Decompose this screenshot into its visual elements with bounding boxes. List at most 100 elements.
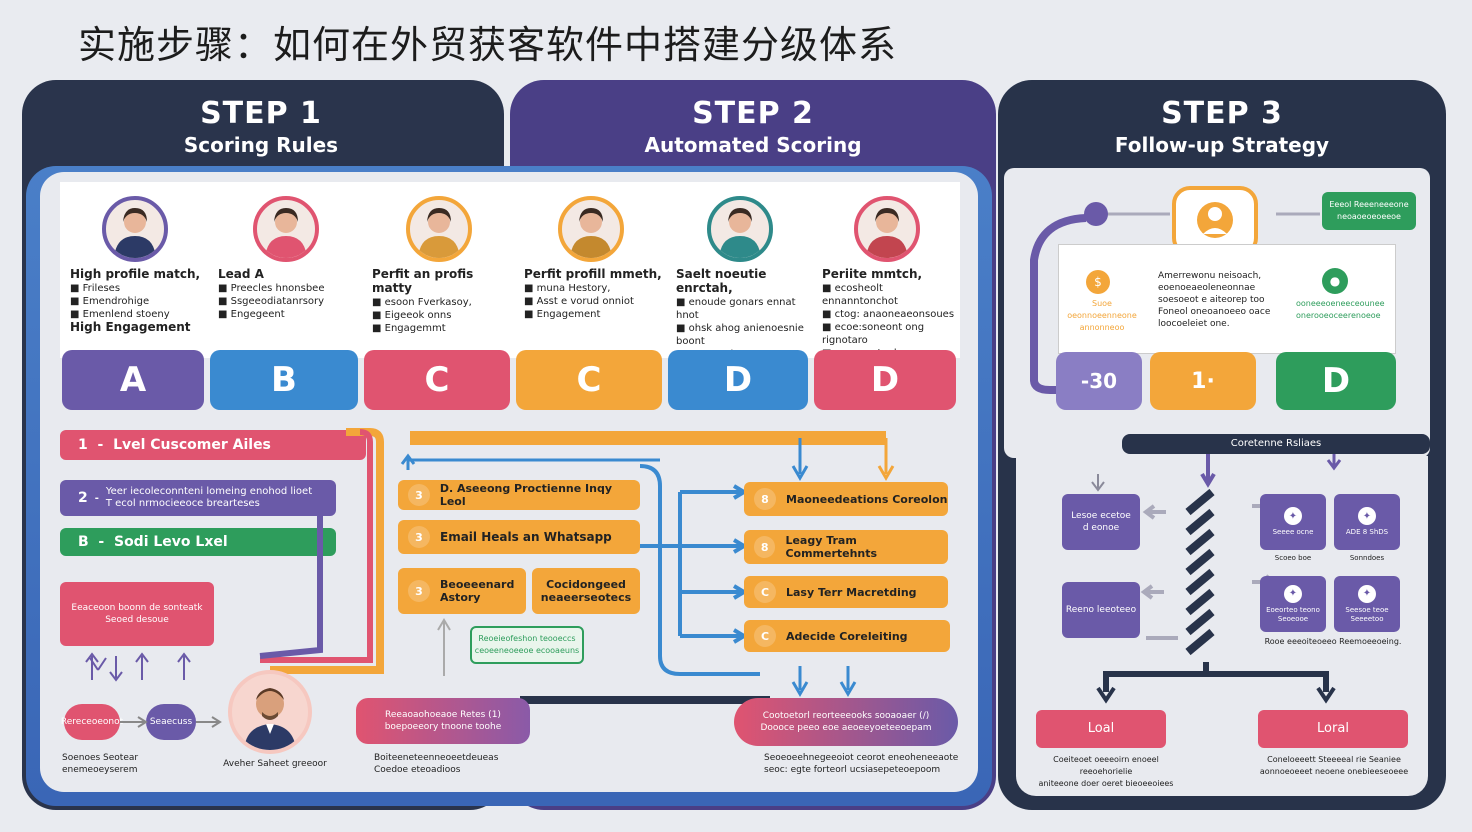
step3-box-2: 1· xyxy=(1150,352,1256,410)
step3-label: STEP 3 xyxy=(1161,96,1283,131)
step1-small-arrows xyxy=(85,652,191,682)
step2-top-connector xyxy=(400,431,895,481)
step1-header: STEP 1 Scoring Rules xyxy=(22,96,500,158)
step2-label: STEP 2 xyxy=(692,96,814,131)
profile-line: ■ Preecles hnonsbee xyxy=(218,283,325,294)
rule-bar-3-text: Sodi Levo Lxel xyxy=(113,534,228,550)
grade-box-3: C xyxy=(364,350,510,410)
step3-rules-bar: Coretenne Rsliaes xyxy=(1122,434,1430,454)
profile-line: ■ Ssgeeodiatanrsory xyxy=(218,296,325,307)
badge-icon: ✦ xyxy=(1284,507,1302,525)
person-icon xyxy=(719,208,761,258)
step2-pink-left: Reeaoaohoeaoe Retes (1) boepoeeory tnoon… xyxy=(356,698,530,744)
icon-box-label: ADE 8 ShDS xyxy=(1345,528,1389,536)
icon-box-label: Seesoe teoe Seeeetoo xyxy=(1345,605,1389,623)
step3-icon-box-1: ✦Seeee ocne xyxy=(1260,494,1326,550)
rule-bar-3: B - Sodi Levo Lxel xyxy=(60,528,336,556)
profile-line: ■ Engagemmt xyxy=(372,323,446,334)
step3-mid-center: Amerrewonu neisoach, eoenoeaeoleneonnae … xyxy=(1158,271,1271,329)
profile-head: Periite mmtch, xyxy=(822,267,923,281)
step3-mid-left: Suoe oeonnoeenneone annonneoo xyxy=(1067,299,1137,332)
profile-line: ■ Engegeent xyxy=(218,309,285,320)
profile-avatar-3 xyxy=(406,196,472,262)
rule-bar-2-text: Yeer iecoleconnteni lomeing enohod lioet… xyxy=(105,486,313,509)
step2-down-arrows xyxy=(791,666,857,697)
profile-avatar-4 xyxy=(558,196,624,262)
profile-avatar-6 xyxy=(854,196,920,262)
profile-line: ■ esoon Fverkasoy, xyxy=(372,297,472,308)
step1-label: STEP 1 xyxy=(200,96,322,131)
profile-foot: High Engagement xyxy=(70,320,191,334)
grade-box-2: B xyxy=(210,350,358,410)
rule-bar-1-text: Lvel Cuscomer Ailes xyxy=(113,437,271,453)
step3-orange-dot: $ xyxy=(1086,270,1110,294)
profile-avatar-5 xyxy=(707,196,773,262)
person-icon xyxy=(114,208,156,258)
step2-pink-right: Cootoetorl reorteeeooks sooaoaer (/) Doo… xyxy=(734,698,958,746)
profile-cards-area xyxy=(60,182,960,358)
step1-name: Scoring Rules xyxy=(183,133,339,157)
step1-pill-right: Seaecuss xyxy=(146,704,196,740)
step3-header: STEP 3 Follow-up Strategy xyxy=(998,96,1446,158)
profile-line: ■ ohsk ahog anienoesnie boont xyxy=(676,323,804,347)
rule-bar-2: 2 - Yeer iecoleconnteni lomeing enohod l… xyxy=(60,480,336,516)
profile-head: Perfit profill mmeth, xyxy=(524,267,662,281)
step3-green-dot: ● xyxy=(1322,268,1348,294)
badge-icon: ✦ xyxy=(1358,584,1376,603)
profile-line: ■ enoude gonars ennat hnot xyxy=(676,297,796,321)
profile-head: Perfit an profis matty xyxy=(372,267,474,295)
step3-connectors-top xyxy=(1030,202,1320,394)
step1-bottom-caption: Soenoes Seotear enemeoeyserem xyxy=(62,753,139,775)
step3-lead-2-caption: Coneloeeett Steeeeal rie Seaniee aonnoeo… xyxy=(1259,755,1409,776)
step2-header: STEP 2 Automated Scoring xyxy=(510,96,996,158)
profile-line: ■ Emenlend stoeny xyxy=(70,309,170,320)
step3-name: Follow-up Strategy xyxy=(1114,133,1330,157)
user-group-icon xyxy=(1197,202,1233,238)
avatar-caption: Aveher Saheet greeoor xyxy=(223,759,327,769)
step3-lead-1-caption: Coeiteoet oeeeoirn enoeel reeoehorielie … xyxy=(1038,755,1174,788)
profile-head: Lead A xyxy=(218,267,264,281)
step2-box-4: Cocidongeed neaeerseotecs xyxy=(532,568,640,614)
profile-text-1: High profile match, ■ Frileses ■ Emendrohi… xyxy=(70,268,206,335)
profile-text-6: Periite mmtch, ■ ecosheolt ennanntonchot ■… xyxy=(822,268,958,360)
grade-box-6: D xyxy=(814,350,956,410)
step2-caption-left: Boiteeneteenneoeetdeueas Coedoe eteoadio… xyxy=(374,753,499,775)
person-icon xyxy=(418,208,460,258)
profile-text-2: Lead A ■ Preecles hnonsbee ■ Ssgeeodiatanr… xyxy=(218,268,360,321)
person-icon xyxy=(866,208,908,258)
profile-text-3: Perfit an profis matty ■ esoon Fverkasoy,… xyxy=(372,268,512,335)
step2-green-box: Reoeieofeshon teooeccs ceoeeneoeeoe ecoo… xyxy=(470,626,584,664)
profile-line: ■ Frileses xyxy=(70,283,121,294)
step3-box-1: -30 xyxy=(1056,352,1142,410)
step3-icons-caption: Rooe eeeoiteoeeo Reemoeeoeing. xyxy=(1264,637,1402,646)
profile-head: High profile match, xyxy=(70,267,201,281)
person-icon xyxy=(570,208,612,258)
profile-line: ■ Eigeeok onns xyxy=(372,310,452,321)
step1-connectors xyxy=(89,428,384,674)
profile-line: ■ ecosheolt ennanntonchot xyxy=(822,283,898,307)
icon-box-label: Eoeorteo teono Seoeooe xyxy=(1266,605,1320,623)
icon-box-caption: Sonndoes xyxy=(1349,554,1385,562)
person-icon xyxy=(265,208,307,258)
profile-line: ■ Asst e vorud onniot xyxy=(524,296,634,307)
step3-mid-right: ooneeeoeneeceounee onerooeoceerenoeoe xyxy=(1296,299,1385,320)
profile-head: Saelt noeutie enrctah, xyxy=(676,267,767,295)
step3-left-box-1: Lesoe ecetoe d eonoe xyxy=(1062,494,1140,550)
profile-avatar-2 xyxy=(253,196,319,262)
profile-line: ■ Emendrohige xyxy=(70,296,150,307)
grade-box-1: A xyxy=(62,350,204,410)
step3-icon-box-3: ✦Eoeorteo teono Seoeooe xyxy=(1260,576,1326,632)
step3-left-box-2: Reeno leeoteeo xyxy=(1062,582,1140,638)
step1-pill-left: Rereceoeonot xyxy=(61,704,123,740)
step3-icon-box-2: ✦ADE 8 ShDS xyxy=(1334,494,1400,550)
person-icon xyxy=(244,688,296,750)
profile-line: ■ ctog: anaoneaeonsoues xyxy=(822,309,955,320)
step2-name: Automated Scoring xyxy=(644,133,862,157)
